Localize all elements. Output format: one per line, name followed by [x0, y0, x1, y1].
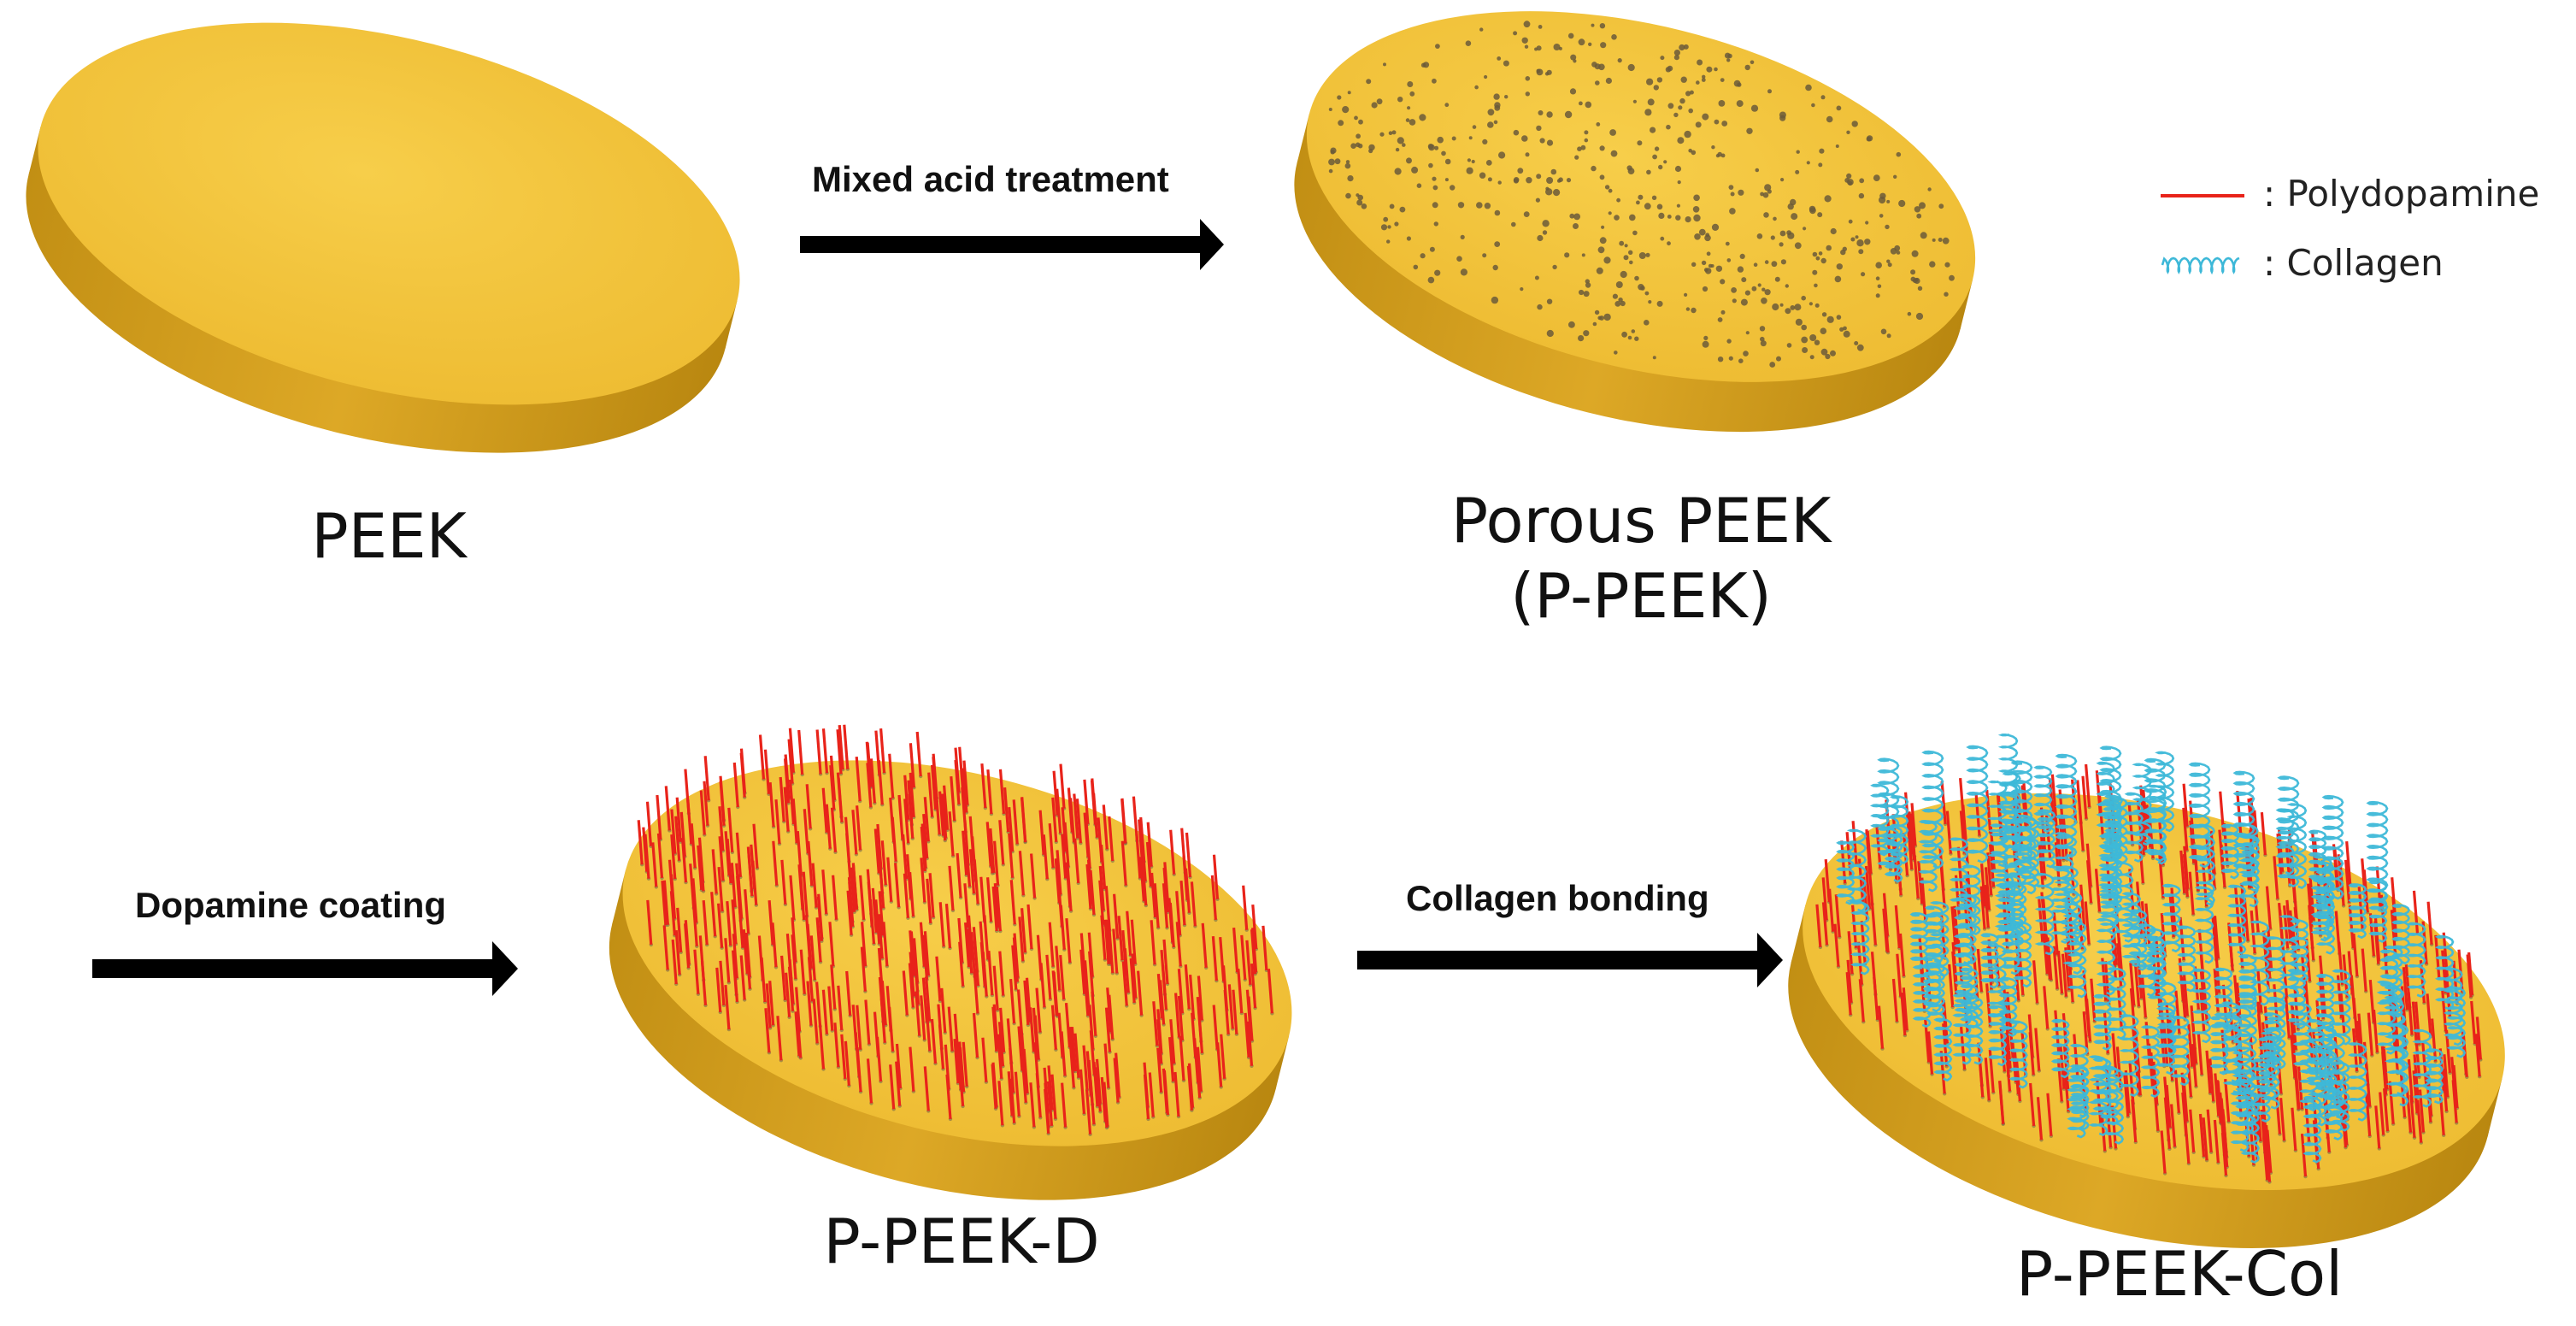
stage-label-porous-peek-line1: Porous PEEK [1450, 485, 1832, 557]
arrow-label-collagen-bonding: Collagen bonding [1406, 878, 1709, 918]
arrow-mixed-acid [800, 219, 1224, 270]
stage-label-peek: PEEK [311, 500, 467, 572]
polydopamine-fibers-layer [637, 724, 1274, 1137]
arrow-dopamine-coating [92, 941, 518, 996]
peek-disk [26, 22, 740, 453]
pores-layer [1328, 21, 1955, 368]
stage-label-p-peek-d: P-PEEK-D [823, 1205, 1100, 1277]
legend-label-collagen: : Collagen [2263, 242, 2444, 284]
arrow-label-dopamine-coating: Dopamine coating [135, 885, 447, 925]
stage-label-p-peek-col: P-PEEK-Col [2015, 1238, 2344, 1310]
porous-peek-disk [1294, 11, 1976, 433]
stage-label-porous-peek-line2: (P-PEEK) [1510, 560, 1772, 632]
arrow-collagen-bonding [1357, 933, 1783, 987]
collagen-coils-layer [1836, 734, 2467, 1164]
legend-label-polydopamine: : Polydopamine [2263, 173, 2540, 215]
arrow-label-mixed-acid: Mixed acid treatment [812, 159, 1169, 199]
stage-label-porous-peek: Porous PEEK (P-PEEK) [1367, 483, 1914, 634]
coil-icon [2161, 256, 2240, 275]
